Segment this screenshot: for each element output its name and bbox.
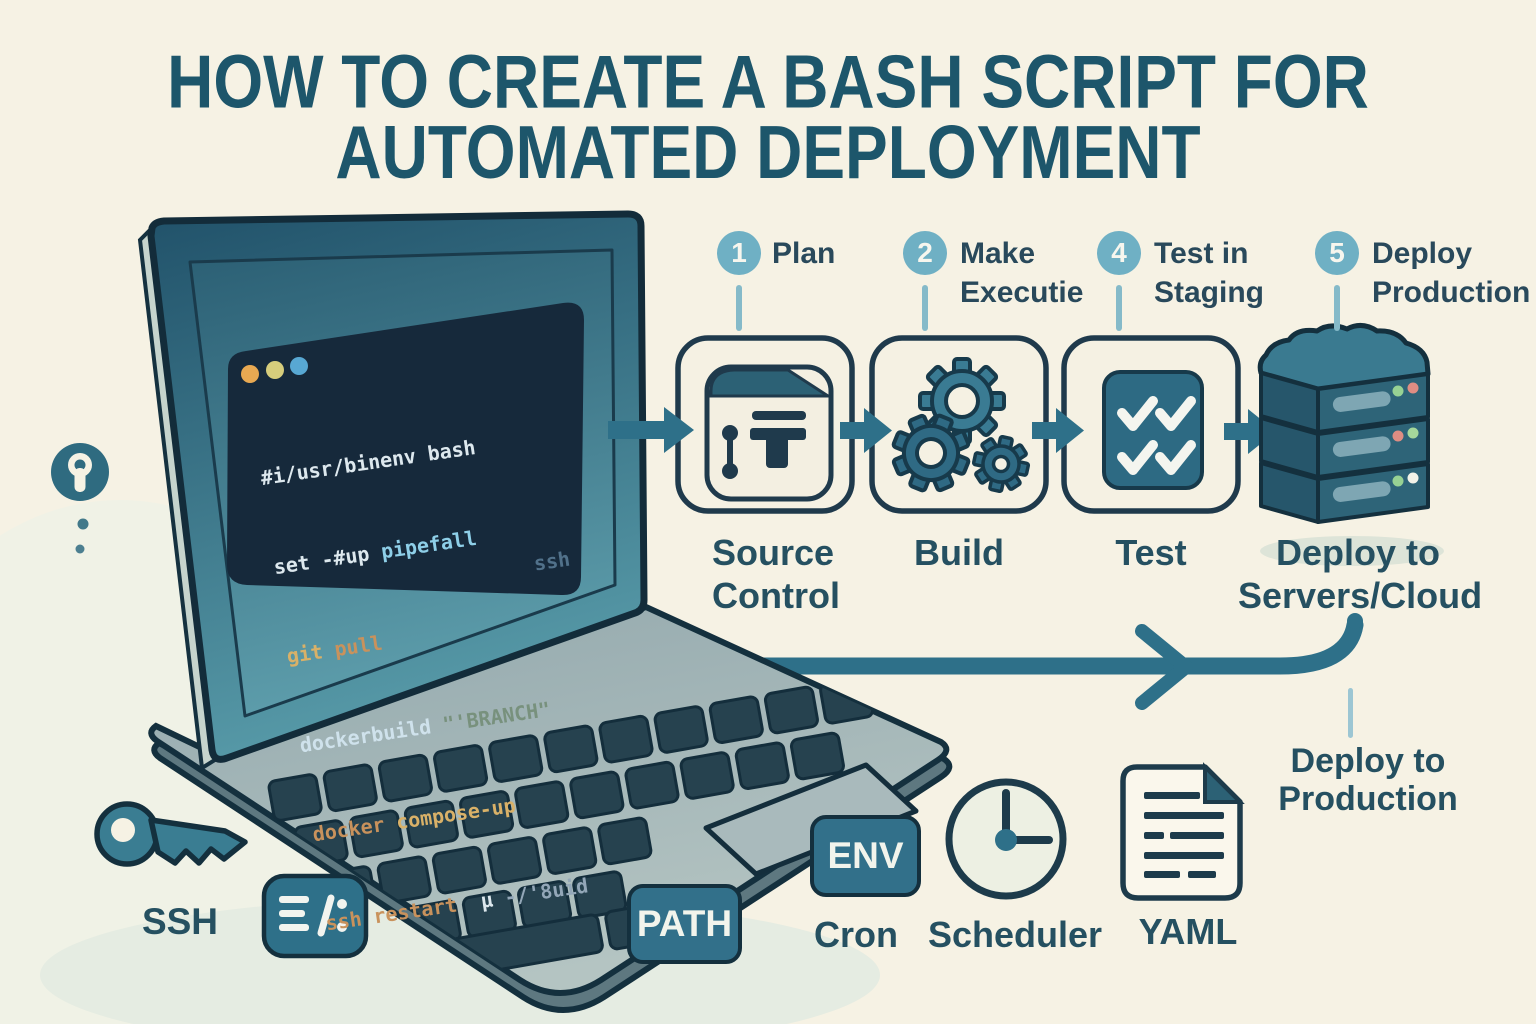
deploy-production-label: Deploy to Production [1278,742,1458,818]
server-stack-icon [1257,323,1431,524]
gears-icon [891,357,1031,494]
terminal-window [227,302,584,596]
laptop-illustration [137,210,953,1013]
step-4-number: 4 [1097,231,1141,275]
env-badge: ENV [810,815,921,897]
keyhole-pin-icon [51,443,109,554]
cron-label: Cron [814,914,898,955]
terminal-badge-icon [261,873,369,959]
trackpad [703,762,919,877]
code-line-3: git pull [285,630,384,669]
step-1-number: 1 [717,231,761,275]
step-1-connector [736,285,742,331]
ssh-label: SSH [141,901,219,942]
step-4-connector [1116,285,1122,331]
flow-arrows [608,407,1276,454]
step-2-number: 2 [903,231,947,275]
production-connector-line [1348,688,1353,738]
test-label: Test [1115,532,1187,573]
step-2-connector [922,285,928,331]
code-line-1: #i/usr/binenv bash [259,435,478,491]
code-line-2: set -#up pipefall [272,525,479,580]
hook-arrow [751,613,1364,710]
step-1-label: Plan [772,237,836,270]
source-control-icon [704,364,834,502]
key-icon [94,801,248,867]
window-dots-icon [241,357,308,383]
title-line-1: HOW TO CREATE A BASH SCRIPT FOR [167,38,1369,124]
checklist-icon [1102,370,1204,490]
build-label: Build [914,532,1004,573]
scheduler-label: Scheduler [928,914,1103,955]
page-title: HOW TO CREATE A BASH SCRIPT FOR AUTOMATE… [0,38,1536,195]
server-status-leds [1392,382,1419,487]
yaml-document-icon [1120,762,1245,901]
chevron-arrowhead [1135,624,1193,710]
step-5-number: 5 [1315,231,1359,275]
terminal-watermark: ssh [532,546,572,576]
step-5-connector [1334,285,1340,331]
clock-icon [945,778,1067,900]
code-line-4: dockerbuild "'BRANCH" [298,697,552,758]
path-badge: PATH [627,884,742,964]
code-line-5: docker compose-up [311,793,518,847]
title-line-2: AUTOMATED DEPLOYMENT [335,109,1201,195]
yaml-label: YAML [1138,911,1238,952]
